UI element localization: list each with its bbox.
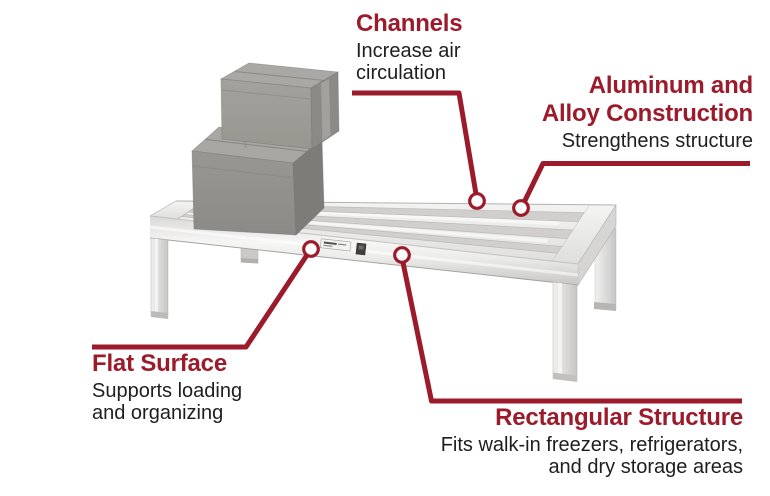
callout-description-line: and organizing — [92, 402, 224, 424]
callout-description-line: Increase air — [356, 40, 461, 62]
cardboard-box-small — [219, 62, 340, 150]
callout-description: Strengthens structure — [561, 130, 753, 152]
callout-rectangular-structure: Rectangular Structure Fits walk-in freez… — [441, 404, 743, 478]
callout-title: Channels — [356, 10, 463, 37]
flat-surface-callout-line — [92, 253, 310, 350]
rectangular-marker-circle — [393, 246, 411, 264]
callout-title: Rectangular Structure — [495, 404, 743, 431]
aluminum-marker-circle — [512, 199, 530, 217]
flat-surface-marker-circle — [302, 240, 320, 258]
callout-title-line: Aluminum and — [588, 72, 753, 99]
callout-flat-surface: Flat Surface Supports loading and organi… — [92, 350, 242, 424]
callout-aluminum-alloy: Aluminum and Alloy Construction Strength… — [542, 72, 753, 152]
callout-description-line: Fits walk-in freezers, refrigerators, — [440, 434, 743, 456]
callout-connectors — [92, 90, 750, 404]
callout-title-line: Alloy Construction — [541, 100, 753, 127]
rack-front-right-leg — [552, 281, 578, 382]
brand-label-sticker — [319, 238, 367, 256]
channels-marker-circle — [468, 192, 486, 210]
rectangular-callout-line — [400, 261, 742, 404]
callout-description-line: Supports loading — [92, 380, 243, 402]
callout-description-line: circulation — [356, 62, 447, 84]
callout-title: Flat Surface — [92, 350, 227, 377]
channels-callout-line — [352, 90, 479, 195]
aluminum-callout-line — [522, 161, 750, 203]
rack-front-left-leg — [150, 237, 169, 319]
callout-description-line: and dry storage areas — [548, 456, 743, 478]
callout-channels: Channels Increase air circulation — [356, 10, 463, 84]
